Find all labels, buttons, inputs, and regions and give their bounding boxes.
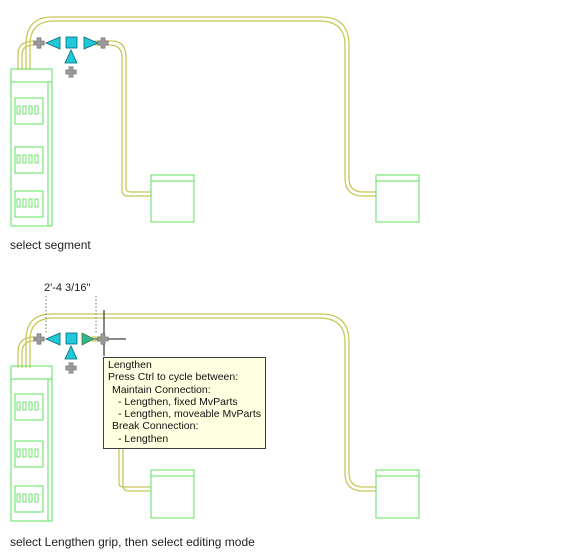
top-grips [33, 36, 109, 78]
tooltip-line: Press Ctrl to cycle between: [108, 371, 239, 384]
top-add-grip-right-icon[interactable] [97, 37, 109, 49]
tooltip-title: Lengthen [108, 359, 152, 371]
tooltip-line: - Lengthen [118, 432, 169, 445]
tooltip-line: - Lengthen, moveable MvParts [118, 408, 261, 421]
bottom-add-grip-right-icon[interactable] [97, 333, 109, 345]
bottom-long-segment [25, 313, 376, 492]
bottom-lengthen-grip-left-icon[interactable] [44, 332, 61, 346]
tooltip-line: Break Connection: [112, 420, 199, 433]
bottom-panel [10, 365, 53, 522]
lengthen-tooltip: Lengthen Press Ctrl to cycle between: Ma… [103, 357, 266, 449]
top-add-grip-down-icon[interactable] [65, 66, 77, 78]
tooltip-line: - Lengthen, fixed MvParts [118, 395, 238, 408]
top-short-segment [17, 40, 151, 197]
top-lengthen-grip-down-icon[interactable] [64, 49, 78, 64]
dimension-value: 2'-4 3/16" [44, 282, 91, 294]
top-add-grip-left-icon[interactable] [33, 37, 45, 49]
top-panel [10, 68, 53, 227]
bottom-add-grip-left-icon[interactable] [33, 333, 45, 345]
top-location-grip-icon[interactable] [65, 36, 78, 49]
bottom-equipment-box-left [150, 469, 195, 519]
top-equipment-box-right [375, 174, 420, 223]
bottom-location-grip-icon[interactable] [65, 332, 78, 345]
top-lengthen-grip-right-icon[interactable] [83, 36, 100, 50]
caption-select-lengthen-grip: select Lengthen grip, then select editin… [10, 535, 255, 549]
top-selected-segment[interactable] [25, 16, 376, 197]
bottom-lengthen-grip-down-icon[interactable] [64, 345, 78, 360]
tooltip-line: Maintain Connection: [112, 383, 211, 396]
bottom-equipment-box-right [375, 469, 420, 519]
caption-select-segment: select segment [10, 238, 91, 252]
dimension-lines [45, 296, 97, 333]
top-equipment-box-left [150, 174, 195, 223]
bottom-scene [10, 296, 420, 522]
crosshair-cursor [82, 310, 126, 356]
top-lengthen-grip-left-icon[interactable] [44, 36, 61, 50]
bottom-grips [33, 332, 109, 374]
bottom-lengthen-grip-right-hot-icon[interactable] [81, 332, 95, 346]
top-scene [10, 16, 420, 227]
bottom-add-grip-down-icon[interactable] [65, 362, 77, 374]
